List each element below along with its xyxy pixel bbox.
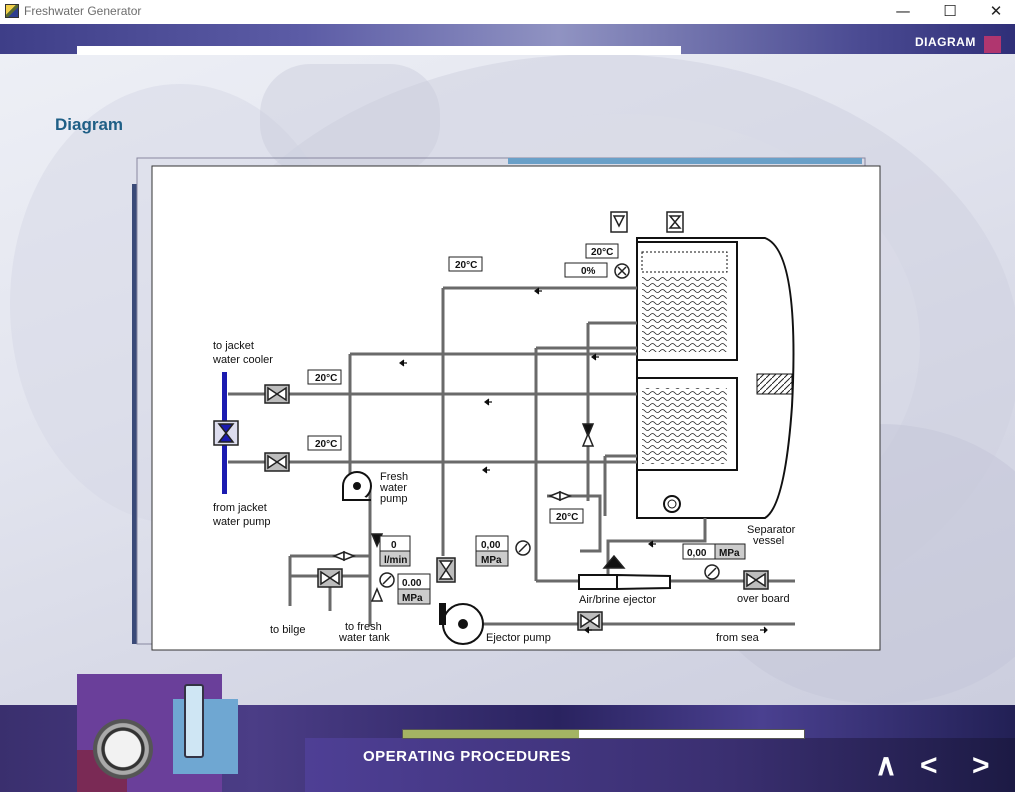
label-fresh-pump-2: water (379, 482, 407, 494)
progress-fill (403, 730, 580, 738)
footer-section-label: OPERATING PROCEDURES (363, 748, 572, 765)
vessel-level-gauge (614, 263, 630, 279)
footer-panel (305, 738, 1015, 792)
label-from-jacket-2: water pump (212, 516, 270, 528)
readout-temp-condenser: 20°C (556, 512, 578, 523)
page-title: Diagram (55, 115, 124, 134)
readout-press-ejector-value: 0,00 (481, 540, 501, 551)
frame-left-bar (132, 184, 137, 644)
readout-press-fresh-value: 0.00 (402, 578, 422, 589)
pipe-network (228, 286, 795, 626)
label-to-fresh-2: water tank (338, 632, 390, 644)
ejector-pump (439, 603, 484, 645)
app-icon (5, 4, 19, 18)
close-button[interactable]: ✕ (989, 2, 1003, 20)
pressure-gauge-ejector (515, 540, 531, 556)
label-to-bilge: to bilge (270, 624, 305, 636)
readout-press-ejector-unit: MPa (481, 555, 502, 566)
label-to-fresh-1: to fresh (345, 621, 382, 633)
section-marker (984, 36, 1001, 53)
header-divider (77, 46, 681, 55)
readout-boxes (307, 243, 746, 605)
label-air-brine-ejector: Air/brine ejector (579, 594, 656, 606)
readout-temp-top: 20°C (591, 247, 613, 258)
label-fresh-pump-3: pump (380, 493, 408, 505)
fresh-water-pump (342, 471, 372, 501)
gauge-thumbnail-icon (93, 719, 153, 779)
minimize-button[interactable]: — (895, 2, 911, 20)
label-separator-2: vessel (753, 535, 784, 547)
readout-temp-upper: 20°C (315, 373, 337, 384)
flowmeter-thumbnail-icon (173, 699, 238, 774)
back-nav-button[interactable]: < (920, 749, 938, 782)
readout-press-fresh-unit: MPa (402, 593, 423, 604)
readout-press-overboard-value: 0,00 (687, 548, 707, 559)
readout-press-overboard-unit: MPa (719, 548, 740, 559)
section-label: DIAGRAM (915, 35, 976, 49)
process-diagram: to jacket water cooler from jacket water… (132, 157, 881, 651)
label-from-sea: from sea (716, 632, 760, 644)
readout-level: 0% (581, 266, 596, 277)
valves (213, 211, 769, 631)
pumps (342, 471, 671, 645)
flowmeter-tube-icon (184, 684, 204, 758)
readout-temp-lower: 20°C (315, 439, 337, 450)
readout-temp-vessel: 20°C (455, 260, 477, 271)
frame-top-accent (508, 158, 862, 164)
next-nav-button[interactable]: > (972, 749, 990, 782)
label-separator-1: Separator (747, 524, 796, 536)
separator-vessel (636, 237, 795, 519)
progress-bar (402, 729, 805, 739)
label-over-board: over board (737, 593, 790, 605)
gauges (379, 263, 720, 588)
window-titlebar: Freshwater Generator — ☐ ✕ (0, 0, 1015, 24)
readout-flow-unit: l/min (384, 555, 407, 566)
flow-arrows (399, 287, 768, 634)
maximize-button[interactable]: ☐ (943, 2, 957, 20)
label-ejector-pump: Ejector pump (486, 632, 551, 644)
label-to-jacket-1: to jacket (213, 340, 254, 352)
label-from-jacket-1: from jacket (213, 502, 267, 514)
air-brine-ejector (578, 573, 671, 591)
up-nav-button[interactable]: ∧ (875, 749, 897, 782)
label-to-jacket-2: water cooler (212, 354, 273, 366)
pressure-gauge-overboard (704, 564, 720, 580)
window-title: Freshwater Generator (24, 4, 142, 18)
readout-flow-value: 0 (391, 540, 397, 551)
pressure-gauge-fresh (379, 572, 395, 588)
app-content: DIAGRAM Diagram (0, 24, 1015, 792)
label-fresh-pump-1: Fresh (380, 471, 408, 483)
